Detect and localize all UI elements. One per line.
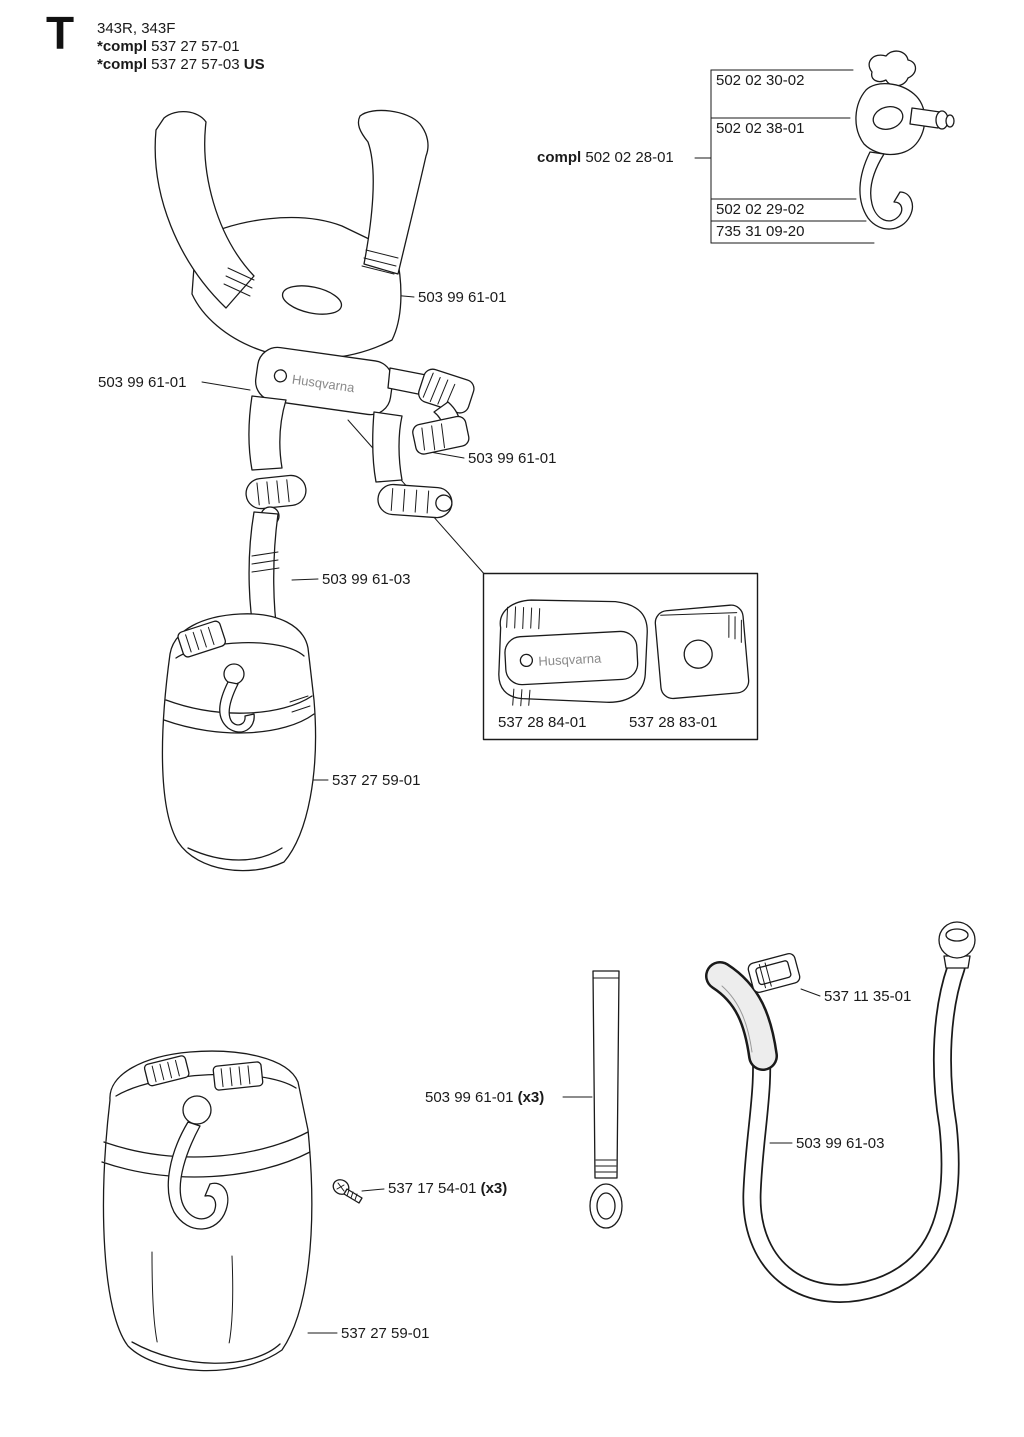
part-number: 537 17 54-01 — [388, 1180, 481, 1197]
part-label-buckle: 537 11 35-01 — [824, 988, 912, 1005]
part-label-strap-upper-left: 503 99 61-01 — [98, 374, 187, 391]
screw-drawing — [332, 1179, 363, 1204]
part-label-hook-compl: compl 502 02 28-01 — [537, 149, 674, 166]
part-label-hip-pad-bottom: 537 27 59-01 — [341, 1325, 430, 1342]
hook-assembly-drawing — [855, 50, 955, 230]
inset-box-drawing: Husqvarna — [482, 572, 759, 741]
jtube-drawing — [705, 921, 976, 1303]
compl-number: 537 27 57-03 — [147, 56, 244, 73]
part-label-screw-x3: 537 17 54-01 (x3) — [388, 1180, 507, 1197]
compl-prefix: *compl — [97, 56, 148, 73]
compl-variant-2: *compl 537 27 57-03 US — [97, 56, 265, 73]
compl-variant-1: *compl 537 27 57-01 — [97, 38, 240, 55]
compl-number: 537 27 57-01 — [147, 38, 240, 55]
hip-pad-bottom-drawing — [101, 1050, 313, 1372]
part-label-hip-pad: 537 27 59-01 — [332, 772, 421, 789]
compl-suffix: US — [243, 56, 265, 73]
quantity: (x3) — [517, 1089, 545, 1106]
compl-prefix: compl — [537, 149, 582, 166]
quantity: (x3) — [480, 1180, 508, 1197]
part-label-strap-lower: 503 99 61-03 — [322, 571, 411, 588]
section-letter: T — [46, 7, 75, 59]
husqvarna-logo-text: Husqvarna — [538, 650, 602, 668]
part-label-hook-pin: 502 02 38-01 — [716, 120, 805, 137]
part-number: 503 99 61-01 — [425, 1089, 518, 1106]
part-label-strap-upper-right: 503 99 61-01 — [418, 289, 507, 306]
part-label-jtube: 503 99 61-03 — [796, 1135, 885, 1152]
part-label-inset-plate: 537 28 83-01 — [629, 714, 718, 731]
part-label-strap-x3: 503 99 61-01 (x3) — [425, 1089, 544, 1106]
compl-prefix: *compl — [97, 38, 148, 55]
part-label-inset-pad: 537 28 84-01 — [498, 714, 587, 731]
harness-drawing: Husqvarna — [154, 109, 475, 872]
part-label-hook-body: 502 02 29-02 — [716, 201, 805, 218]
single-strap-drawing — [589, 970, 623, 1229]
model-names: 343R, 343F — [97, 20, 176, 37]
buckle-drawing — [747, 952, 801, 994]
compl-number: 502 02 28-01 — [581, 149, 674, 166]
part-label-hook-nut: 735 31 09-20 — [716, 223, 805, 240]
part-label-hook-lever: 502 02 30-02 — [716, 72, 805, 89]
part-label-strap-side: 503 99 61-01 — [468, 450, 557, 467]
